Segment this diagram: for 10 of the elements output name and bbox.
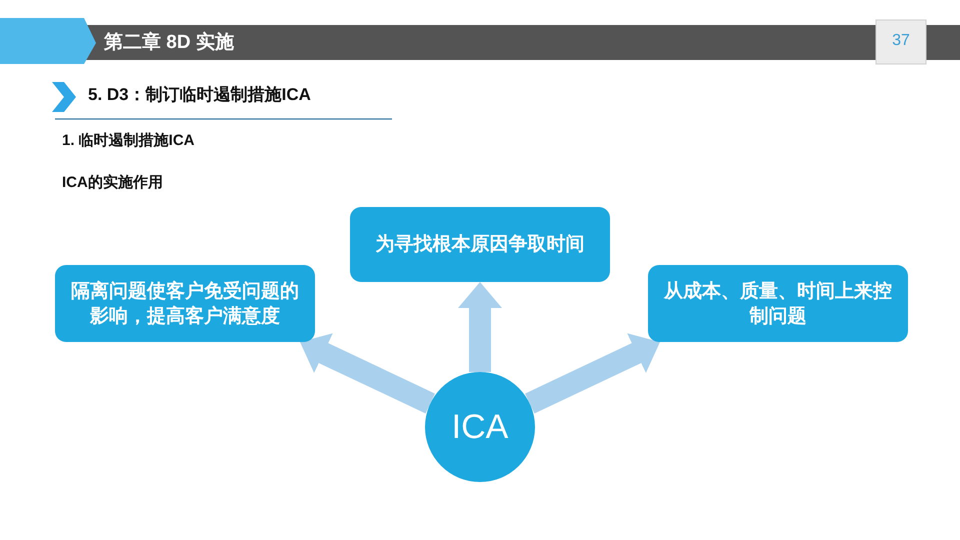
text-box: 隔离问题使客户免受问题的影响，提高客户满意度: [55, 265, 315, 342]
text-box: 为寻找根本原因争取时间: [350, 207, 610, 282]
subheading: 1. 临时遏制措施ICA: [62, 131, 195, 151]
block-arrow: [458, 282, 502, 372]
subheading: ICA的实施作用: [62, 173, 163, 193]
page-number: 37: [891, 31, 911, 51]
text-box: 从成本、质量、时间上来控制问题: [648, 265, 908, 342]
chapter-title: 第二章 8D 实施: [104, 31, 234, 55]
center-circle: ICA: [425, 372, 535, 482]
section-heading: 5. D3：制订临时遏制措施ICA: [88, 85, 311, 105]
